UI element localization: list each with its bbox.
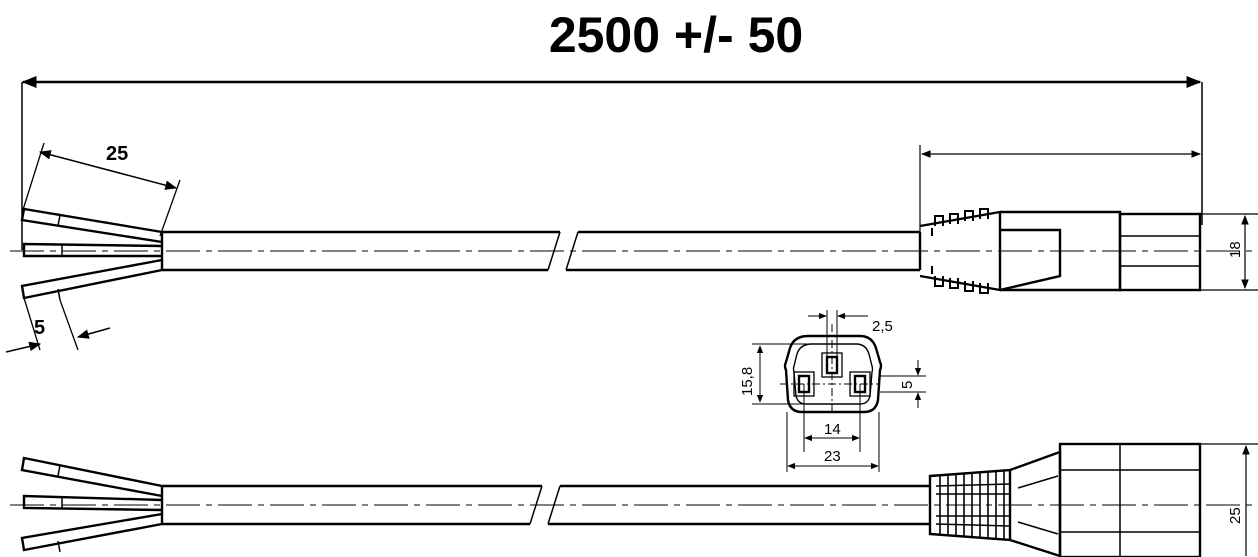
wire-end-dimension: 5 (5, 297, 111, 353)
bottom-strain-relief-ribs (935, 470, 1011, 540)
top-connector (918, 208, 1202, 294)
overall-length-title: 2500 +/- 50 (549, 7, 803, 63)
bottom-height-label: 25 (1227, 507, 1244, 524)
bottom-connector (928, 442, 1202, 557)
overall-length-dimension (21, 76, 1203, 250)
top-height-label: 18 (1227, 241, 1244, 258)
pin-spacing-vertical-label: 5 (899, 381, 916, 389)
socket-face-detail: 2,5 15,8 5 14 23 (739, 310, 926, 472)
pin-width-label: 2,5 (872, 318, 893, 335)
top-height-dimension: 18 (1200, 213, 1258, 291)
top-cable-jacket (160, 230, 920, 272)
pin-spacing-horizontal-dimension: 14 (804, 421, 860, 442)
pin-spacing-vertical-dimension: 5 (880, 360, 926, 408)
bottom-cable-view: 25 (10, 442, 1258, 557)
socket-width-dimension: 23 (786, 412, 880, 472)
top-wires (20, 207, 163, 301)
wire-end-label: 5 (34, 317, 45, 339)
strip-length-label: 25 (106, 143, 128, 165)
top-strain-relief-ribs (931, 208, 989, 294)
connector-length-dimension (919, 145, 1201, 232)
socket-height-dimension: 15,8 (739, 343, 812, 405)
socket-height-label: 15,8 (739, 367, 756, 396)
pin-width-dimension: 2,5 (808, 310, 893, 356)
socket-width-label: 23 (824, 448, 841, 465)
strip-length-dimension: 25 (21, 142, 181, 237)
top-cable-view: 25 5 18 (5, 142, 1258, 353)
bottom-cable-jacket (160, 484, 930, 526)
bottom-wires (20, 456, 163, 553)
pin-spacing-horizontal-label: 14 (824, 421, 841, 438)
bottom-height-dimension: 25 (1200, 443, 1258, 556)
